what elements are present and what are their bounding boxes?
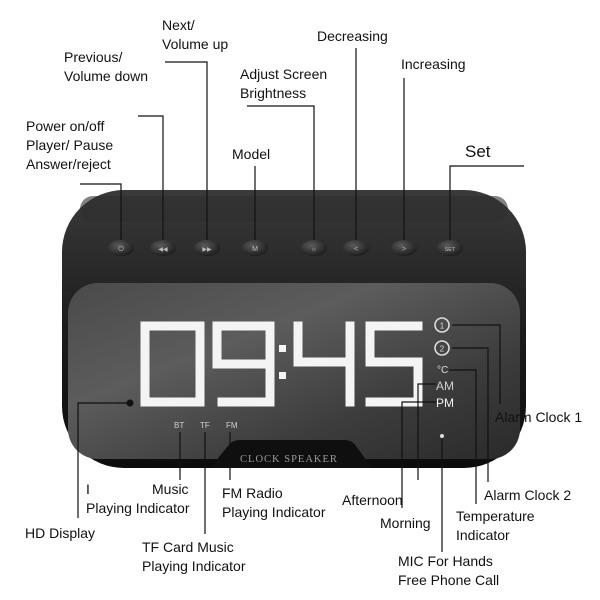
- label-hd: HD Display: [25, 525, 96, 541]
- power-button-glyph: ⏻: [118, 245, 124, 253]
- label-afternoon: Afternoon: [342, 492, 403, 508]
- label-brightness: Adjust Screen Brightness: [240, 65, 327, 103]
- label-previous: Previous/ Volume down: [64, 48, 148, 86]
- label-bt-prefix: I: [86, 481, 90, 497]
- label-tf: TF Card Music Playing Indicator: [142, 538, 246, 576]
- label-brightness-line2: Brightness: [240, 85, 307, 101]
- leader-next: [165, 61, 208, 240]
- label-fm-line2: Playing Indicator: [222, 504, 326, 520]
- set-button[interactable]: SET: [437, 240, 463, 256]
- set-button-glyph: SET: [445, 247, 456, 253]
- tf-indicator: TF: [200, 421, 210, 430]
- label-previous-line1: Previous/: [64, 49, 123, 65]
- digit-hour-units: [212, 321, 275, 407]
- device-top-edge: [80, 196, 508, 222]
- decrease-button[interactable]: <: [343, 240, 369, 256]
- colon: [279, 345, 286, 379]
- pm-indicator: PM: [436, 396, 454, 410]
- label-fm: FM Radio Playing Indicator: [222, 484, 326, 522]
- alarm2-icon: [434, 340, 450, 356]
- leader-set: [449, 165, 524, 240]
- fm-indicator: FM: [226, 421, 238, 430]
- label-next: Next/ Volume up: [162, 16, 228, 54]
- alarm2-indicator: 2: [434, 340, 450, 356]
- leader-afternoon: [417, 383, 436, 480]
- celsius-indicator: °C: [437, 365, 448, 376]
- power-play-button[interactable]: ⏻: [108, 240, 134, 256]
- alarm2-digit: 2: [440, 345, 445, 354]
- digit-hour-tens: [140, 321, 205, 407]
- label-increasing: Increasing: [401, 56, 466, 72]
- label-next-line2: Volume up: [162, 36, 229, 52]
- decrease-button-glyph: <: [354, 246, 358, 253]
- label-mic-line2: Free Phone Call: [398, 572, 500, 588]
- leader-previous: [138, 115, 164, 240]
- digit-minute-tens: [293, 321, 355, 407]
- leader-power: [80, 183, 122, 240]
- label-power-line3: Answer/reject: [26, 156, 111, 172]
- label-power: Power on/off Player/ Pause Answer/reject: [26, 117, 113, 174]
- label-temperature-line1: Temperature: [456, 508, 535, 524]
- label-temperature-line2: Indicator: [456, 527, 510, 543]
- brand-text: CLOCK SPEAKER: [240, 454, 338, 465]
- label-power-line2: Player/ Pause: [26, 137, 114, 153]
- increase-button[interactable]: >: [391, 240, 417, 256]
- mode-button[interactable]: M: [242, 240, 268, 256]
- alarm1-indicator: 1: [434, 317, 450, 333]
- mic-hole: [440, 434, 444, 438]
- button-row: ⏻ ◀◀ ▶▶ M ☼ < > SET: [108, 240, 463, 256]
- label-power-line1: Power on/off: [26, 118, 105, 134]
- label-tf-line2: Playing Indicator: [142, 558, 246, 574]
- alarm1-icon: [434, 317, 450, 333]
- bt-indicator: BT: [174, 421, 184, 430]
- brightness-button-glyph: ☼: [311, 246, 317, 253]
- colon-bottom-dot: [279, 372, 286, 379]
- label-set: Set: [465, 142, 491, 161]
- base-badge: [210, 440, 372, 468]
- label-alarm2: Alarm Clock 2: [484, 487, 572, 503]
- label-next-line1: Next/: [162, 17, 195, 33]
- label-mic: MIC For Hands Free Phone Call: [398, 552, 499, 590]
- previous-button-glyph: ◀◀: [158, 247, 168, 253]
- label-model: Model: [232, 146, 271, 162]
- label-bt-line1: Music: [86, 480, 190, 499]
- label-mic-line1: MIC For Hands: [398, 553, 493, 569]
- label-tf-line1: TF Card Music: [142, 539, 234, 555]
- hd-display-pointer-dot: [126, 399, 134, 407]
- previous-button[interactable]: ◀◀: [150, 240, 176, 256]
- leader-alarm2: [452, 347, 489, 482]
- leader-morning: [401, 401, 436, 508]
- am-indicator: AM: [436, 379, 454, 393]
- leader-hd: [77, 402, 130, 518]
- leader-alarm1: [452, 324, 501, 404]
- increase-button-glyph: >: [402, 246, 406, 253]
- next-button-glyph: ▶▶: [202, 247, 212, 253]
- leader-temperature: [449, 369, 477, 504]
- alarm1-digit: 1: [440, 322, 445, 331]
- label-decreasing: Decreasing: [317, 28, 388, 44]
- label-bt: Music Playing Indicator: [86, 480, 190, 518]
- clock-digits: [140, 321, 423, 407]
- brightness-button[interactable]: ☼: [301, 240, 327, 256]
- label-alarm1: Alarm Clock 1: [495, 409, 583, 425]
- next-button[interactable]: ▶▶: [194, 240, 220, 256]
- leader-brightness: [247, 105, 315, 240]
- mode-button-glyph: M: [252, 246, 258, 253]
- label-fm-line1: FM Radio: [222, 485, 283, 501]
- colon-top-dot: [279, 345, 286, 352]
- label-bt-text: Music: [152, 481, 189, 497]
- label-morning: Morning: [380, 515, 431, 531]
- label-temperature: Temperature Indicator: [456, 507, 535, 545]
- label-bt-line2: Playing Indicator: [86, 500, 190, 516]
- mirror-screen: [68, 283, 520, 459]
- label-brightness-line1: Adjust Screen: [240, 66, 328, 82]
- label-previous-line2: Volume down: [64, 68, 149, 84]
- leader-lines: [77, 48, 524, 552]
